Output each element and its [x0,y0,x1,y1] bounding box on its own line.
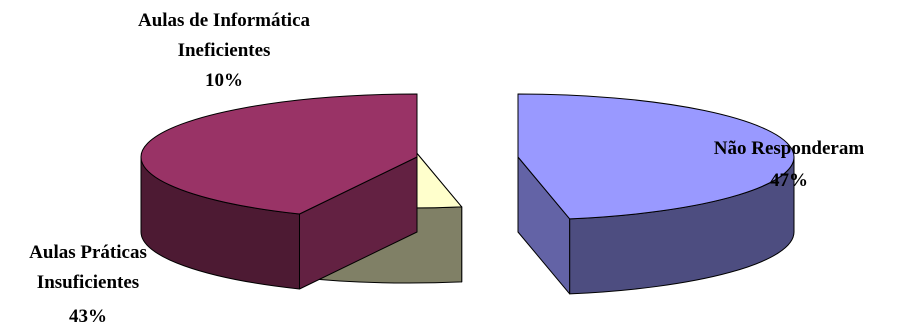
slice-value-nao-responderam: 47% [770,170,808,191]
slice-label-nao-responderam: Não Responderam [714,138,865,159]
slice-label-aulas-informatica-line2: Ineficientes [178,40,271,61]
slice-label-aulas-informatica-line1: Aulas de Informática [138,10,311,31]
slice-label-aulas-praticas-line2: Insuficientes [37,272,139,293]
slice-label-aulas-praticas-line1: Aulas Práticas [29,242,147,263]
slice-value-aulas-informatica: 10% [205,70,243,91]
pie-slices [140,93,795,295]
slice-value-aulas-praticas: 43% [69,306,107,327]
slice-top-nao-responderam [517,93,795,220]
slice-top-aulas-praticas [140,93,418,215]
